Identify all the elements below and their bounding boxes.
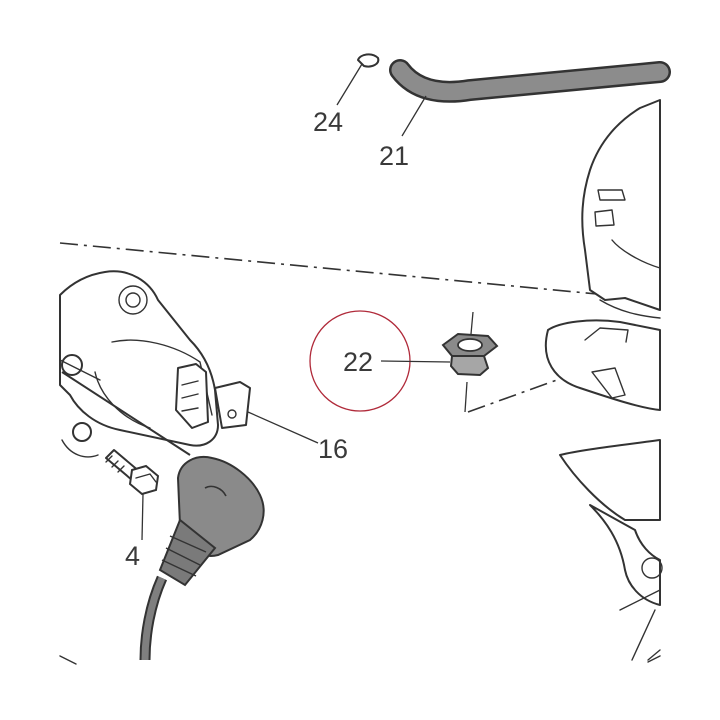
grommet-part-22	[441, 332, 499, 377]
callout-label-21: 21	[379, 141, 409, 171]
leader-line-24	[336, 63, 363, 106]
callout-label-16: 16	[318, 434, 348, 464]
bolt-part-4	[105, 449, 160, 496]
leader-line-4	[141, 493, 144, 541]
assembly-axis-line-secondary	[467, 349, 641, 413]
leader-line-16	[247, 411, 319, 444]
fitting-part-24	[357, 53, 380, 68]
leader-line-21	[401, 95, 427, 137]
callout-label-4: 4	[125, 541, 140, 571]
hose-part-21	[389, 59, 671, 103]
frame-bracket-assembly	[544, 99, 663, 661]
callout-label-22: 22	[343, 347, 373, 377]
leader-line-22	[380, 360, 451, 363]
assembly-axis-line	[59, 242, 661, 301]
sensor-part-16	[59, 270, 251, 458]
edge-mark	[647, 655, 661, 663]
grommet-axis-lower	[464, 381, 468, 413]
callout-label-24: 24	[313, 107, 343, 137]
edge-mark	[59, 655, 77, 665]
connector-cable	[61, 371, 265, 661]
